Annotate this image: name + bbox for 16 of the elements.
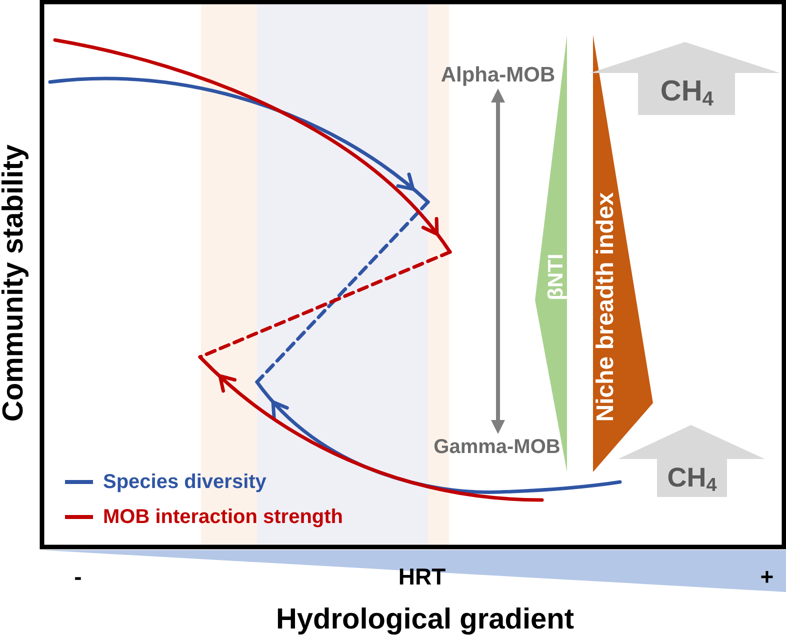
legend-label: MOB interaction strength <box>103 507 344 527</box>
sign-label: - <box>74 566 82 588</box>
formula-label: CH$_{4}$ <box>660 78 714 106</box>
block-arrow <box>590 42 780 115</box>
axis-title: Hydrological gradient <box>276 606 574 634</box>
formula-label: CH$_{4}$ <box>667 464 717 492</box>
double-arrow <box>491 88 505 434</box>
endpoint-label: Gamma-MOB <box>434 437 560 457</box>
sign-label: + <box>760 566 774 588</box>
metric-label: βNTI <box>546 254 566 300</box>
legend-label: Species diversity <box>103 472 266 492</box>
endpoint-label: Alpha-MOB <box>440 64 556 86</box>
axis-title: Community stability <box>0 144 28 422</box>
variable-label: HRT <box>398 566 446 588</box>
metric-label: Niche breadth index <box>594 192 618 422</box>
block-arrow <box>618 425 765 497</box>
